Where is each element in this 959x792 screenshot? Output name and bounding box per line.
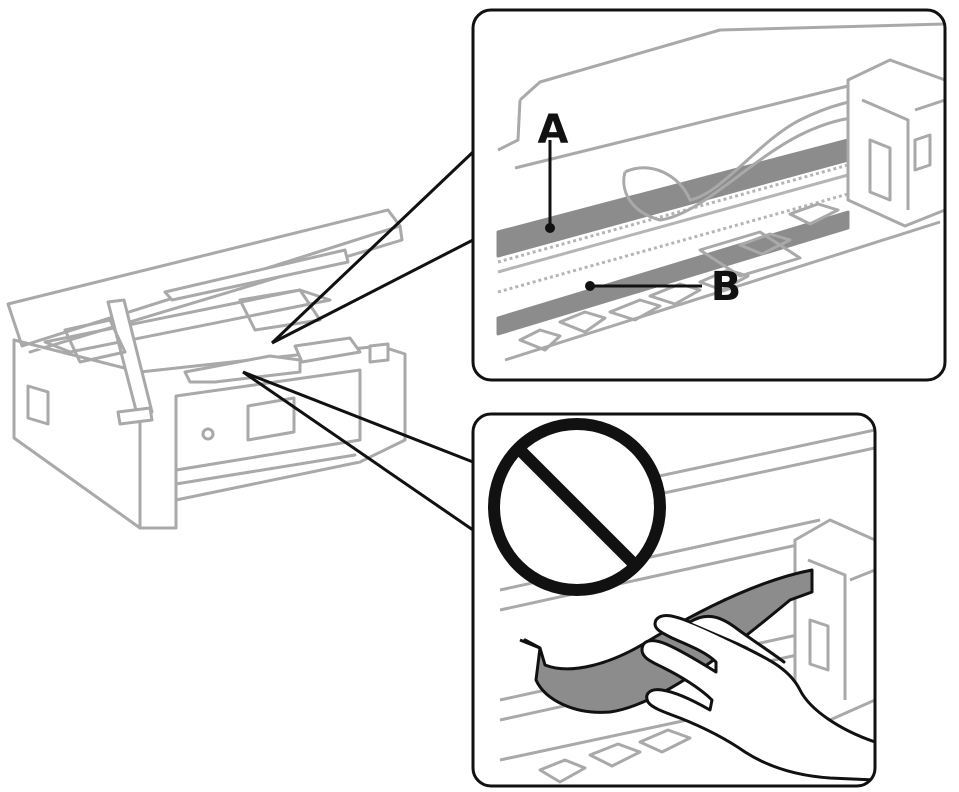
detail-panel-correct: A B [471, 8, 947, 382]
label-b: B [711, 264, 742, 310]
film-strip [519, 568, 814, 714]
hand [640, 614, 875, 782]
label-a: A [538, 107, 569, 153]
callout-leaders [242, 150, 475, 532]
printer-overview [6, 208, 407, 530]
detail-panel-prohibited [471, 412, 877, 788]
prohibition-icon [488, 418, 666, 596]
